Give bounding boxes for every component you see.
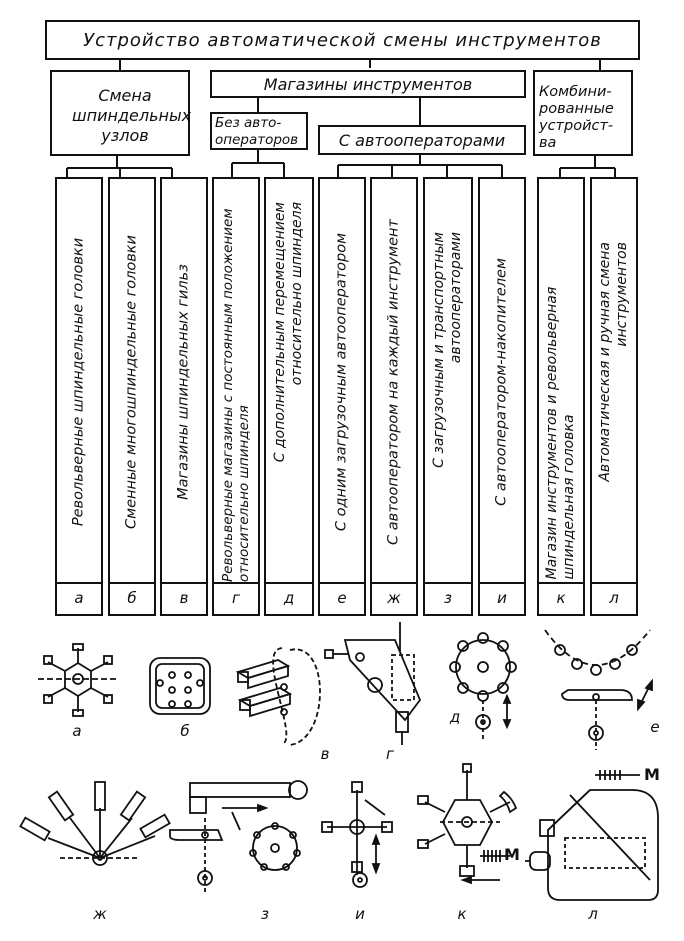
diagram-title: Устройство автоматической смены инструме… [83, 30, 602, 51]
column-z: С загрузочным и транспортным автооперато… [423, 177, 473, 616]
sketch-caption-b: б [180, 722, 190, 740]
motor-label-k: М [504, 845, 520, 864]
sketch-caption-k: к [457, 905, 467, 923]
sketch-v-sleeve-magazine [235, 647, 321, 746]
sketch-zh-fan-autooperators [19, 781, 171, 866]
column-g: Револьверные магазины с постоянным полож… [212, 177, 260, 616]
group-without-autooperators-label: Без авто-операторов [215, 115, 299, 148]
column-k: Магазин инструментов и револьверная шпин… [537, 177, 585, 616]
column-k-letter: к [539, 582, 583, 614]
column-e-letter: е [320, 582, 364, 614]
column-i-letter: и [480, 582, 524, 614]
sketch-g-revolver-magazine [324, 622, 422, 745]
group-spindle-change: Смена шпиндельных узлов [50, 70, 192, 156]
sketch-d-disc-magazine [449, 632, 517, 740]
column-g-letter: г [214, 582, 258, 614]
sketch-caption-d: д [449, 708, 461, 726]
column-e: С одним загрузочным автооператором е [318, 177, 366, 616]
group-combined: Комбини-рованные устройст-ва [533, 70, 633, 156]
column-zh: С автооператором на каждый инструмент ж [370, 177, 418, 616]
sketch-caption-g: г [386, 745, 394, 763]
sketch-caption-v: в [320, 745, 330, 763]
group-spindle-change-label: Смена шпиндельных узлов [72, 86, 192, 145]
group-tool-magazines: Магазины инструментов [210, 70, 526, 98]
column-l: Автоматическая и ручная смена инструмент… [590, 177, 638, 616]
group-without-autooperators: Без авто-операторов [210, 112, 308, 150]
sketch-k-magazine-revolver [417, 763, 518, 885]
group-tool-magazines-label: Магазины инструментов [263, 75, 473, 94]
column-v-letter: в [162, 582, 206, 614]
column-d: С дополнительным перемещением относитель… [264, 177, 314, 616]
group-with-autooperators-label: С автооператорами [338, 131, 506, 150]
column-l-letter: л [592, 582, 636, 614]
sketch-z-loading-transport [169, 780, 308, 895]
column-a: Револьверные шпиндельные головки а [55, 177, 103, 616]
column-b-letter: б [110, 582, 154, 614]
group-with-autooperators: С автооператорами [318, 125, 526, 155]
sketch-caption-z: з [261, 905, 269, 923]
column-d-letter: д [266, 582, 312, 614]
sketch-i-accumulator-autooperator [321, 781, 393, 888]
sketch-b-multispindle-head [149, 657, 211, 715]
column-zh-letter: ж [372, 582, 416, 614]
sketch-caption-zh: ж [93, 905, 107, 923]
column-b: Сменные многошпиндельные головки б [108, 177, 156, 616]
sketch-e-single-autooperator [544, 629, 653, 750]
column-i: С автооператором-накопителем и [478, 177, 526, 616]
column-v: Магазины шпиндельных гильз в [160, 177, 208, 616]
sketch-caption-e: е [650, 718, 660, 736]
group-combined-label: Комбини-рованные устройст-ва [539, 84, 614, 151]
column-z-letter: з [425, 582, 471, 614]
sketch-l-auto-manual-change [525, 770, 659, 901]
sketch-caption-i: и [355, 905, 365, 923]
sketch-a-revolver-head [38, 643, 118, 717]
sketch-caption-l: л [588, 905, 598, 923]
title-box: Устройство автоматической смены инструме… [45, 20, 640, 60]
sketch-caption-a: а [72, 722, 82, 740]
motor-label-l: М [644, 765, 660, 784]
column-a-letter: а [57, 582, 101, 614]
